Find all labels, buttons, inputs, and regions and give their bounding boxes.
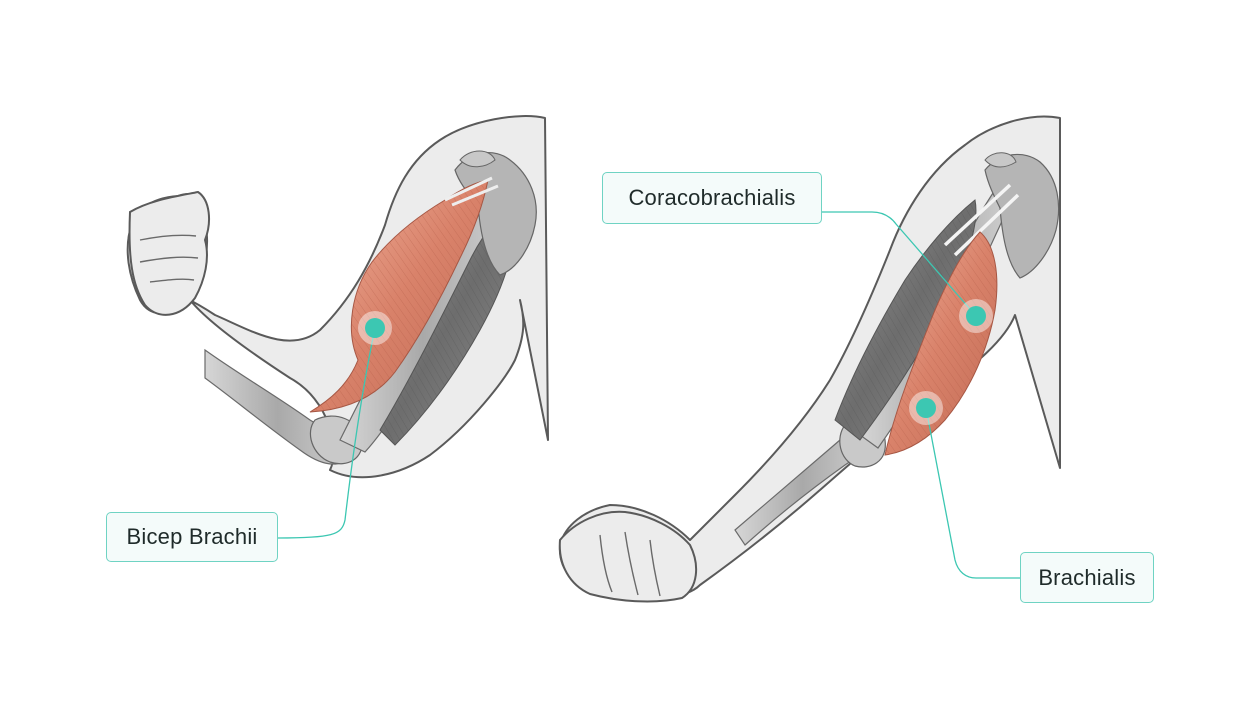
brachialis-marker — [909, 391, 943, 425]
coracobrachialis-marker — [959, 299, 993, 333]
bicep-leader-line — [277, 327, 376, 539]
left-arm-illustration — [126, 115, 549, 479]
left-fist — [128, 190, 211, 316]
label-bicep-brachii-text: Bicep Brachii — [126, 524, 258, 549]
brachialis-leader-line — [925, 407, 1020, 579]
right-fist — [558, 510, 698, 603]
label-brachialis-text: Brachialis — [1038, 564, 1136, 590]
coracobrachialis-leader-line — [822, 211, 977, 317]
label-coracobrachialis: Coracobrachialis — [602, 172, 822, 224]
label-coracobrachialis-text: Coracobrachialis — [628, 185, 796, 210]
callout-leaders — [277, 211, 1020, 579]
right-arm-illustration — [558, 115, 1061, 603]
bicep-marker — [358, 311, 392, 345]
right-shoulder-bones — [984, 153, 1060, 279]
right-arm-skin — [558, 115, 1061, 599]
label-bicep-brachii: Bicep Brachii — [106, 512, 278, 562]
label-brachialis: Brachialis — [1020, 552, 1154, 603]
